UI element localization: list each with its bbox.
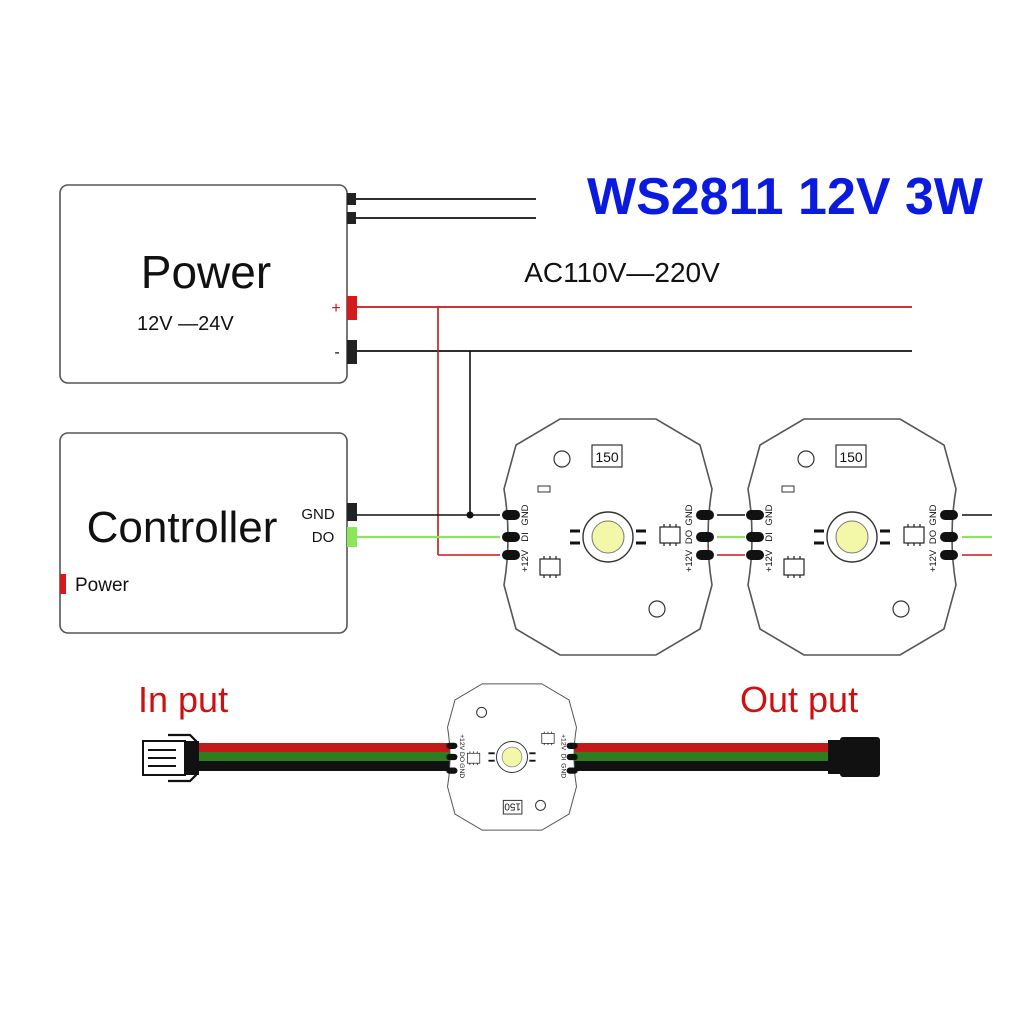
output-red-wire xyxy=(574,743,830,752)
mounting-hole xyxy=(535,799,546,811)
mounting-hole xyxy=(648,600,666,618)
ac-voltage-label: AC110V—220V xyxy=(524,257,720,288)
input-green-wire xyxy=(199,752,451,761)
gnd-junction-dot xyxy=(466,511,474,519)
pin-label-di: DI xyxy=(560,754,567,761)
cable-led-module: 150 GND DI +12V GND DO +12V xyxy=(446,683,578,831)
controller-gnd-label: GND xyxy=(301,506,335,523)
pin-label-do: DO xyxy=(684,530,695,544)
pin-label-12v: +12V xyxy=(928,549,939,572)
pin-label-do: DO xyxy=(458,752,465,762)
output-black-wire xyxy=(574,761,830,771)
power-minus-sign: - xyxy=(334,344,339,361)
power-indicator-mark xyxy=(60,574,66,594)
power-voltage-label: 12V —24V xyxy=(137,313,234,335)
power-minus-terminal xyxy=(347,340,357,364)
ac-terminal-1 xyxy=(347,193,356,205)
output-connector xyxy=(828,737,880,777)
power-plus-terminal xyxy=(347,296,357,320)
diagram-title: WS2811 12V 3W xyxy=(587,168,984,226)
pin-label-12v: +12V xyxy=(684,549,695,572)
mounting-hole xyxy=(797,450,815,468)
ac-terminal-2 xyxy=(347,212,356,224)
mounting-hole xyxy=(476,706,488,718)
mounting-hole xyxy=(892,600,910,618)
pin-label-di: DI xyxy=(520,532,531,542)
pin-label-gnd: GND xyxy=(458,763,465,778)
pin-label-gnd: GND xyxy=(560,763,567,778)
pin-label-12v: +12V xyxy=(560,734,567,751)
power-supply-box: Power 12V —24V + - xyxy=(59,184,357,384)
power-label: Power xyxy=(141,246,271,298)
pin-label-do: DO xyxy=(928,530,939,544)
pin-label-12v: +12V xyxy=(764,549,775,572)
pin-label-gnd: GND xyxy=(520,504,531,525)
module-code-label: 150 xyxy=(595,449,619,465)
power-indicator-label: Power xyxy=(75,575,130,596)
input-red-wire xyxy=(199,743,451,752)
output-label: Out put xyxy=(740,679,858,720)
pin-label-di: DI xyxy=(764,532,775,542)
controller-gnd-terminal xyxy=(347,503,357,521)
led-module-2: 150 GND DI +12V GND DO +12V xyxy=(746,418,958,656)
module-code-label: 150 xyxy=(839,449,863,465)
input-connector xyxy=(142,733,199,783)
pin-label-gnd: GND xyxy=(684,504,695,525)
controller-label: Controller xyxy=(87,503,278,552)
module-code-label: 150 xyxy=(504,801,521,812)
mounting-hole xyxy=(553,450,571,468)
controller-do-terminal xyxy=(347,527,357,547)
pin-label-12v: +12V xyxy=(520,549,531,572)
input-black-wire xyxy=(199,761,451,771)
pin-label-12v: +12V xyxy=(458,734,465,751)
input-label: In put xyxy=(138,679,228,720)
controller-box: Controller GND DO Power xyxy=(59,432,357,634)
power-plus-sign: + xyxy=(331,300,340,317)
controller-do-label: DO xyxy=(312,529,335,546)
output-green-wire xyxy=(574,752,830,761)
pin-label-gnd: GND xyxy=(928,504,939,525)
led-module-1: 150 GND DI +12V GND DO +12V xyxy=(502,418,714,656)
pin-label-gnd: GND xyxy=(764,504,775,525)
